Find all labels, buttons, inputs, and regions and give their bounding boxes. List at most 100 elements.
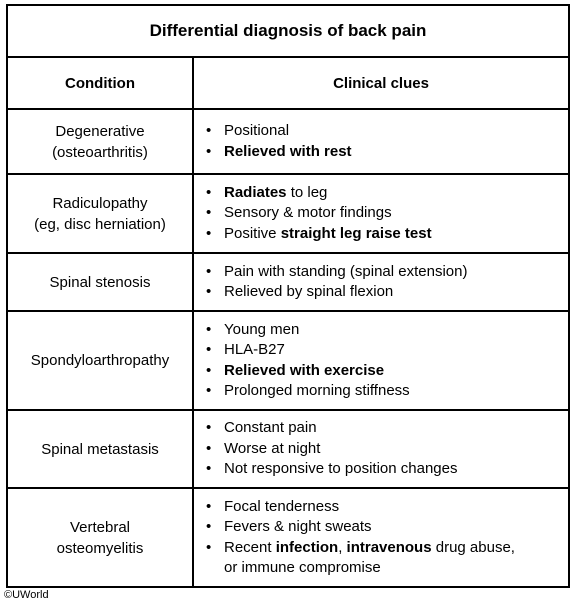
clue-fragment: Focal tenderness	[224, 497, 340, 515]
clue-fragment: ,	[338, 538, 347, 556]
condition-line: (osteoarthritis)	[52, 143, 148, 161]
clues-cell: • Pain with standing (spinal extension) • R…	[194, 254, 568, 310]
condition-name: Radiculopathy (eg, disc herniation)	[34, 193, 166, 235]
table-row: Degenerative (osteoarthritis) • Positional…	[8, 110, 568, 175]
bullet-icon: •	[206, 361, 212, 379]
header-row: Condition Clinical clues	[8, 58, 568, 110]
clues-cell: • Radiates to leg • Sensory & motor finding…	[194, 175, 568, 252]
clue-item: • Fevers & night sweats	[206, 517, 568, 538]
clue-item: • Constant pain	[206, 418, 568, 439]
clues-cell: •Constant pain•Worse at night•Not respon…	[194, 411, 568, 487]
clue-item: •HLA-B27	[206, 340, 568, 361]
bullet-icon: •	[206, 183, 212, 201]
clue-text: Focal tenderness	[224, 497, 568, 518]
table-row: Spondyloarthropathy •Young men•HLA-B27•R…	[8, 312, 568, 411]
condition-name: Degenerative (osteoarthritis)	[52, 121, 148, 163]
table-row: Radiculopathy (eg, disc herniation) • Radi…	[8, 175, 568, 254]
bullet-icon: •	[206, 497, 212, 515]
condition-name: Spinal stenosis	[50, 272, 151, 293]
condition-line: (eg, disc herniation)	[34, 215, 166, 233]
clue-fragment: Not responsive to position changes	[224, 460, 458, 478]
clue-text: Positional	[224, 121, 568, 142]
clues-cell: •Focal tenderness•Fevers & night sweats•…	[194, 489, 568, 586]
condition-cell: Spinal stenosis	[8, 254, 194, 310]
clue-text: Radiates to leg	[224, 183, 568, 204]
condition-cell: Spondyloarthropathy	[8, 312, 194, 409]
condition-line: Degenerative	[55, 122, 145, 140]
condition-line: Spinal metastasis	[41, 440, 159, 458]
clues-cell: • Positional •Relieved with rest	[194, 110, 568, 173]
bullet-icon: •	[206, 382, 212, 399]
condition-line: osteomyelitis	[56, 539, 144, 557]
clue-item: • Focal tenderness	[206, 497, 568, 518]
clue-emphasis: straight leg raise test	[280, 224, 432, 242]
bullet-icon: •	[206, 122, 212, 139]
clue-fragment: Constant pain	[224, 419, 317, 437]
bullet-icon: •	[206, 460, 212, 478]
clue-text: Worse at night	[224, 439, 568, 460]
bullet-icon: •	[206, 419, 212, 437]
clue-fragment: Sensory & motor findings	[224, 204, 392, 222]
condition-name: Spinal metastasis	[41, 439, 159, 460]
bullet-icon: •	[206, 538, 212, 556]
clue-emphasis: intravenous	[346, 538, 432, 556]
clue-text: Relieved with exercise	[224, 361, 568, 382]
clue-text: Prolonged morning stiffness	[224, 381, 568, 402]
condition-line: Spondyloarthropathy	[30, 352, 170, 369]
condition-cell: Radiculopathy (eg, disc herniation)	[8, 175, 194, 252]
header-clinical-clues: Clinical clues	[333, 74, 429, 92]
bullet-icon: •	[206, 142, 212, 160]
condition-cell: Degenerative (osteoarthritis)	[8, 110, 194, 173]
condition-line: Spinal stenosis	[49, 273, 151, 291]
clue-text: Recent infection, intravenous drug abuse…	[224, 538, 568, 579]
clue-item: • Sensory & motor findings	[206, 203, 568, 224]
table-title: Differential diagnosis of back pain	[8, 6, 568, 58]
clues-cell: •Young men•HLA-B27•Relieved with exercis…	[194, 312, 568, 409]
clue-text: Not responsive to position changes	[224, 459, 568, 480]
condition-name: Vertebral osteomyelitis	[57, 517, 144, 559]
clue-fragment: to leg	[286, 183, 328, 201]
clue-emphasis: Radiates	[224, 183, 287, 201]
clue-text: Young men	[224, 320, 568, 341]
condition-line: Vertebral	[69, 518, 131, 536]
table-row: Vertebral osteomyelitis • Focal tenderness…	[8, 489, 568, 586]
clue-emphasis: Relieved with exercise	[224, 361, 385, 379]
condition-name: Spondyloarthropathy	[31, 350, 169, 371]
clue-fragment: Pain with standing (spinal extension)	[224, 262, 468, 280]
clue-fragment: Recent	[224, 538, 276, 556]
clue-fragment: drug abuse,	[431, 538, 515, 556]
clue-fragment: Prolonged morning stiffness	[224, 382, 410, 399]
clue-fragment: Positive	[224, 224, 281, 242]
bullet-icon: •	[206, 262, 212, 280]
clue-item: • Relieved by spinal flexion	[206, 282, 568, 303]
clue-text: HLA-B27	[224, 340, 568, 361]
clue-fragment: HLA-B27	[224, 341, 285, 358]
clue-item: • Pain with standing (spinal extension)	[206, 262, 568, 283]
copyright-label: ©UWorld	[4, 589, 49, 601]
bullet-icon: •	[206, 204, 212, 222]
clue-item: • Positive straight leg raise test	[206, 224, 568, 245]
clue-fragment: Positional	[224, 122, 290, 139]
clue-item: • Radiates to leg	[206, 183, 568, 204]
clue-item: • Positional	[206, 121, 568, 142]
clue-text: Positive straight leg raise test	[224, 224, 568, 245]
bullet-icon: •	[206, 320, 212, 338]
differential-diagnosis-table: Differential diagnosis of back pain Cond…	[6, 4, 570, 588]
clue-item: • Young men	[206, 320, 568, 341]
bullet-icon: •	[206, 224, 212, 242]
clue-text: Pain with standing (spinal extension)	[224, 262, 568, 283]
clue-fragment: Worse at night	[224, 439, 321, 457]
bullet-icon: •	[206, 518, 212, 535]
clue-text: Sensory & motor findings	[224, 203, 568, 224]
clue-fragment: Fevers & night sweats	[224, 518, 372, 535]
clue-item: • Relieved with exercise	[206, 361, 568, 382]
clue-emphasis: infection	[275, 538, 339, 556]
clue-item: •Relieved with rest	[206, 142, 568, 163]
bullet-icon: •	[206, 283, 212, 300]
table-row: Spinal metastasis •Constant pain•Worse a…	[8, 411, 568, 489]
table-row: Spinal stenosis • Pain with standing (spi…	[8, 254, 568, 312]
condition-line: Radiculopathy	[52, 194, 148, 212]
clue-item: •Worse at night	[206, 439, 568, 460]
clue-text: Relieved by spinal flexion	[224, 282, 568, 303]
clue-text: Constant pain	[224, 418, 568, 439]
